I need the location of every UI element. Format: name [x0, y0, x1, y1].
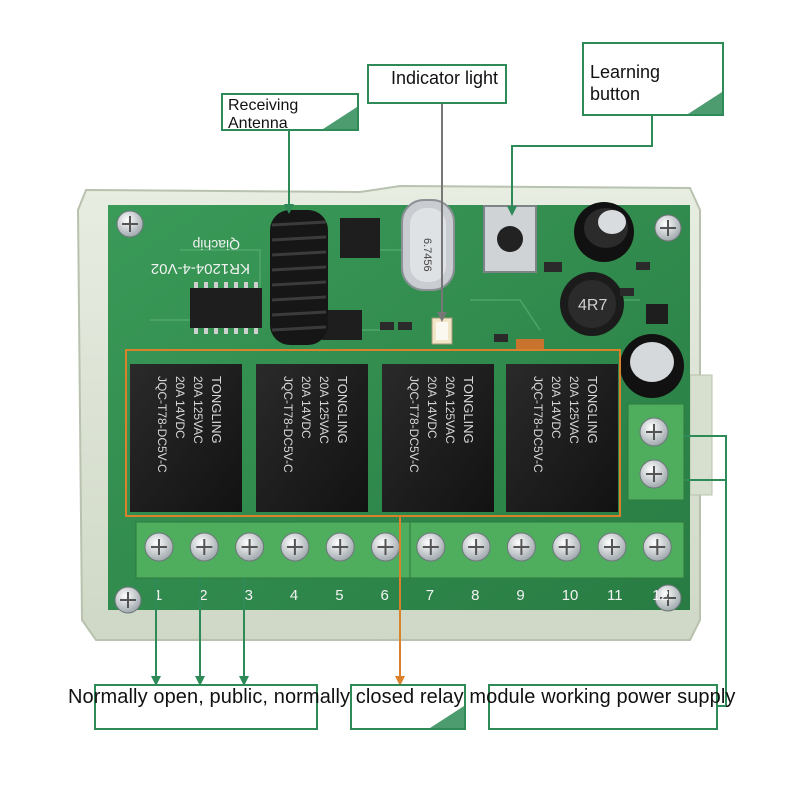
ic-u1-pins: [194, 282, 258, 334]
power-terminal-block: [627, 403, 685, 501]
relay-text-line: 20A 125VAC: [191, 376, 205, 444]
relay-text-line: TONGLING: [585, 376, 600, 444]
terminal-number: 9: [516, 587, 524, 604]
relay-text-line: 20A 125VAC: [567, 376, 581, 444]
terminal-number: 8: [471, 587, 479, 604]
relay-text-line: JQC-T78-DC5V-C: [531, 376, 545, 473]
terminal-screw-slot: [422, 539, 439, 555]
capacitor-top: [574, 202, 634, 262]
antenna-callout-line1: Receiving: [228, 97, 299, 114]
resistor-orange: [516, 339, 544, 349]
relay-3-text: TONGLING 20A 125VAC 20A 14VDC JQC-T78-DC5V-…: [407, 376, 476, 473]
learning-button-part: [483, 205, 537, 273]
relay-text-line: TONGLING: [461, 376, 476, 444]
terminal-number: 1: [154, 587, 162, 604]
bottom-caption: Normally open, public, normally closed r…: [68, 686, 736, 708]
ic-u2: [340, 218, 380, 258]
terminal-number: 5: [335, 587, 343, 604]
terminal-screw-slot: [196, 539, 213, 555]
terminal-number: 2: [199, 587, 207, 604]
caption-box-left: [94, 684, 318, 730]
antenna-coil: [270, 210, 328, 345]
caption-box-right: [488, 684, 718, 730]
relay-4-text: TONGLING 20A 125VAC 20A 14VDC JQC-T78-DC5V-…: [531, 376, 600, 473]
terminal-number: 10: [562, 587, 579, 604]
antenna-callout: Receiving Antenna: [221, 93, 359, 132]
relay-1: [130, 364, 242, 512]
relay-text-line: 20A 14VDC: [173, 376, 187, 439]
inductor-label: 4R7: [578, 297, 607, 314]
relay-highlight-box: [125, 349, 621, 517]
ic-small-right: [646, 304, 668, 324]
terminal-number: 7: [426, 587, 434, 604]
relay-text-line: TONGLING: [209, 376, 224, 444]
indicator-callout-text: Indicator light: [391, 68, 499, 88]
relay-2: [256, 364, 368, 512]
relay-1-text: TONGLING 20A 125VAC 20A 14VDC JQC-T78-DC5V-…: [155, 376, 224, 473]
relay-text-line: 20A 125VAC: [317, 376, 331, 444]
terminal-screw-slot: [241, 539, 258, 555]
relays: [130, 364, 618, 512]
crystal-oscillator: 6.7456: [401, 199, 455, 291]
learning-callout-line2: button: [590, 84, 641, 104]
ic-u3: [322, 310, 362, 340]
relay-text-line: 20A 125VAC: [443, 376, 457, 444]
relay-text-line: JQC-T78-DC5V-C: [281, 376, 295, 473]
terminal-number: 12: [652, 587, 669, 604]
capacitor-right: [620, 334, 684, 398]
relay-text-line: 20A 14VDC: [549, 376, 563, 439]
relay-text-line: TONGLING: [335, 376, 350, 444]
relay-2-text: TONGLING 20A 125VAC 20A 14VDC JQC-T78-DC5V-…: [281, 376, 350, 473]
terminal-screw-slot: [649, 539, 666, 555]
terminal-screw-slot: [513, 539, 530, 555]
antenna-callout-line2: Antenna: [228, 115, 288, 132]
relay-text-line: JQC-T78-DC5V-C: [155, 376, 169, 473]
terminal-screw-slot: [151, 539, 167, 555]
terminal-number: 11: [607, 587, 623, 604]
mounting-screws: [114, 210, 682, 614]
relay-text-line: JQC-T78-DC5V-C: [407, 376, 421, 473]
terminal-screw-slot: [604, 539, 620, 555]
learning-callout-line1: Learning: [590, 62, 661, 82]
ic-u1: [190, 288, 262, 328]
relay-text-line: 20A 14VDC: [299, 376, 313, 439]
smd-components: [380, 262, 650, 342]
indicator-callout: Indicator light: [367, 64, 507, 104]
relay-text-line: 20A 14VDC: [425, 376, 439, 439]
crystal-label: 6.7456: [421, 238, 433, 272]
terminal-screw-slot: [377, 539, 394, 555]
terminal-screw-slot: [558, 539, 575, 555]
terminal-screw-slot: [332, 539, 349, 555]
indicator-led: [431, 317, 453, 345]
caption-box-middle: [350, 684, 466, 730]
inductor: 4R7: [560, 272, 624, 336]
board-brand-text: Qiachip: [192, 237, 240, 253]
board-model-text: KR1204-4-V02: [151, 260, 250, 277]
guide-lines: [155, 104, 727, 707]
terminal-number: 6: [381, 587, 389, 604]
relay-4: [506, 364, 618, 512]
output-terminal-block: [135, 521, 685, 579]
learning-callout: Learning button: [582, 42, 724, 116]
orange-arrowhead: [395, 676, 405, 686]
terminal-number: 3: [245, 587, 253, 604]
relay-3: [382, 364, 494, 512]
terminal-number: 4: [290, 587, 298, 604]
terminal-screw-slot: [286, 539, 303, 555]
terminal-screw-slot: [468, 539, 485, 555]
